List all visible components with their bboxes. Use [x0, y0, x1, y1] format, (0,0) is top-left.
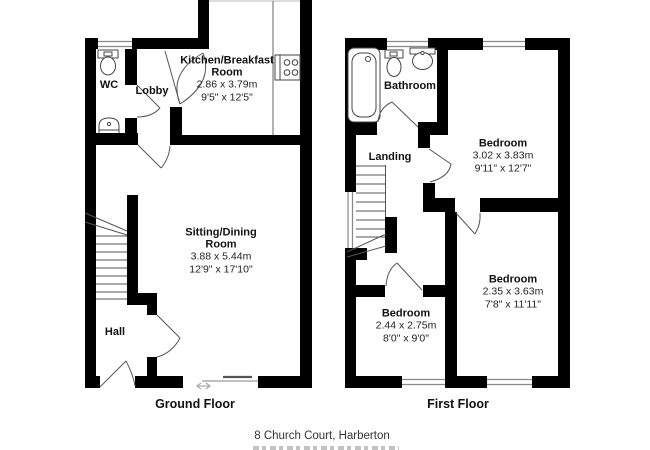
room-name: Bedroom — [478, 137, 528, 150]
slide-arrow-icon — [196, 382, 211, 390]
room-label-bedroom1: Bedroom 3.02 x 3.83m 9'11" x 12'7" — [473, 138, 534, 175]
toilet-icon — [97, 49, 119, 76]
room-dim-imperial: 12'9" x 17'10" — [189, 263, 253, 275]
hob-icon — [274, 54, 301, 81]
room-label-bathroom: Bathroom — [384, 80, 436, 92]
room-dim-metric: 3.88 x 5.44m — [190, 250, 252, 263]
toilet-icon — [384, 49, 404, 77]
room-name: Bedroom — [381, 307, 431, 320]
address-caption: 8 Church Court, Harberton — [254, 430, 390, 442]
room-label-wc: WC — [99, 79, 119, 91]
room-dim-imperial: 9'5" x 12'5" — [201, 91, 253, 103]
stairs-icon — [346, 165, 387, 258]
ground-walls — [85, 0, 312, 388]
room-dim-imperial: 8'0" x 9'0" — [383, 332, 429, 344]
room-name: Sitting/Dining — [185, 226, 257, 239]
first-floor-label: First Floor — [427, 397, 489, 411]
room-dim-imperial: 9'11" x 12'7" — [474, 162, 532, 174]
room-label-bedroom3: Bedroom 2.44 x 2.75m 8'0" x 9'0" — [376, 308, 437, 345]
stairs-icon — [84, 212, 128, 300]
clipped-text-line — [253, 446, 399, 450]
room-label-landing: Landing — [368, 151, 412, 163]
room-dim-metric: 3.02 x 3.83m — [472, 149, 534, 162]
room-label-lobby: Lobby — [135, 85, 169, 97]
room-dim-metric: 2.44 x 2.75m — [375, 319, 437, 332]
window — [347, 40, 532, 386]
room-label-kitchen: Kitchen/Breakfast Room 2.86 x 3.79m 9'5"… — [180, 55, 274, 104]
window — [98, 40, 132, 48]
room-label-hall: Hall — [104, 326, 126, 338]
bath-icon — [347, 47, 381, 123]
room-dim-metric: 2.86 x 3.79m — [196, 78, 258, 91]
sink-icon — [409, 47, 436, 70]
patio-door — [202, 375, 258, 382]
room-label-sitting: Sitting/Dining Room 3.88 x 5.44m 12'9" x… — [185, 227, 256, 276]
ground-floor-label: Ground Floor — [155, 397, 235, 411]
room-dim-metric: 2.35 x 3.63m — [482, 285, 544, 298]
first-floor-plan — [345, 38, 570, 388]
room-dim-imperial: 7'8" x 11'11" — [484, 298, 542, 310]
room-name: Room — [211, 66, 243, 79]
ground-door-arcs — [99, 50, 207, 388]
room-name: Room — [205, 238, 237, 251]
first-door-arcs — [377, 101, 481, 291]
sink-icon — [98, 117, 120, 133]
ground-floor-plan — [84, 0, 312, 390]
room-name: Bedroom — [488, 273, 538, 286]
room-label-bedroom2: Bedroom 2.35 x 3.63m 7'8" x 11'11" — [483, 274, 544, 311]
room-name: Kitchen/Breakfast — [180, 54, 274, 67]
